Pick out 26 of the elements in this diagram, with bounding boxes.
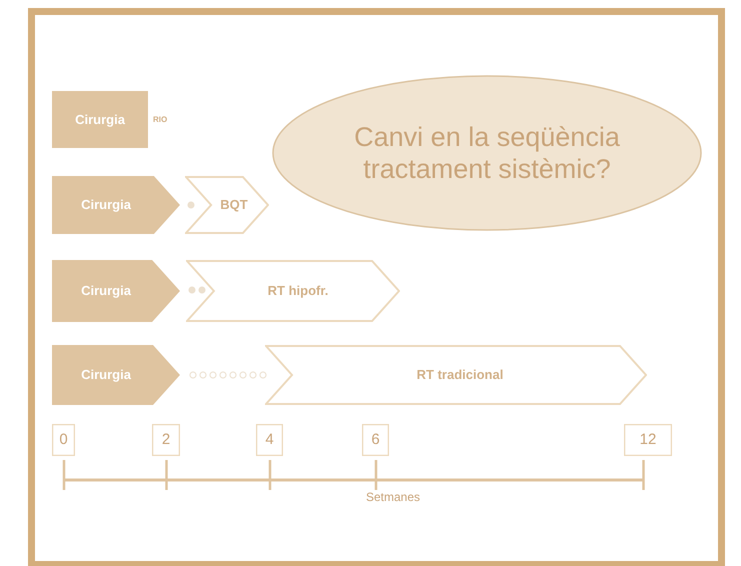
node-label: 6 [371, 430, 380, 450]
surgery-step-shape [52, 260, 180, 322]
node-label: Cirurgia [81, 196, 131, 214]
side-note: RIO [153, 114, 168, 126]
node-label: 4 [265, 430, 274, 450]
week-box [152, 424, 180, 456]
node-label: Canvi en la seqüència tractament sistèmic? [353, 121, 621, 185]
week-box [624, 424, 672, 456]
node-label: 2 [162, 430, 170, 450]
node-label: RT tradicional [416, 366, 504, 384]
surgery-step-shape [52, 345, 180, 405]
axis-label: Setmanes [366, 489, 420, 506]
week-box [256, 424, 283, 456]
node-label: 0 [59, 430, 68, 450]
surgery-step-shape [52, 176, 180, 234]
node-label: 12 [640, 430, 656, 450]
node-label: Cirurgia [81, 366, 131, 384]
week-box [52, 424, 75, 456]
treatment-step-shape [265, 345, 647, 405]
treatment-step-shape [185, 176, 269, 234]
question-ellipse [272, 75, 702, 231]
node-label: Cirurgia [75, 110, 125, 129]
node-label: Cirurgia [81, 282, 131, 300]
node-label: BQT [220, 196, 248, 214]
node-label: RT hipofr. [268, 282, 328, 300]
week-box [362, 424, 389, 456]
